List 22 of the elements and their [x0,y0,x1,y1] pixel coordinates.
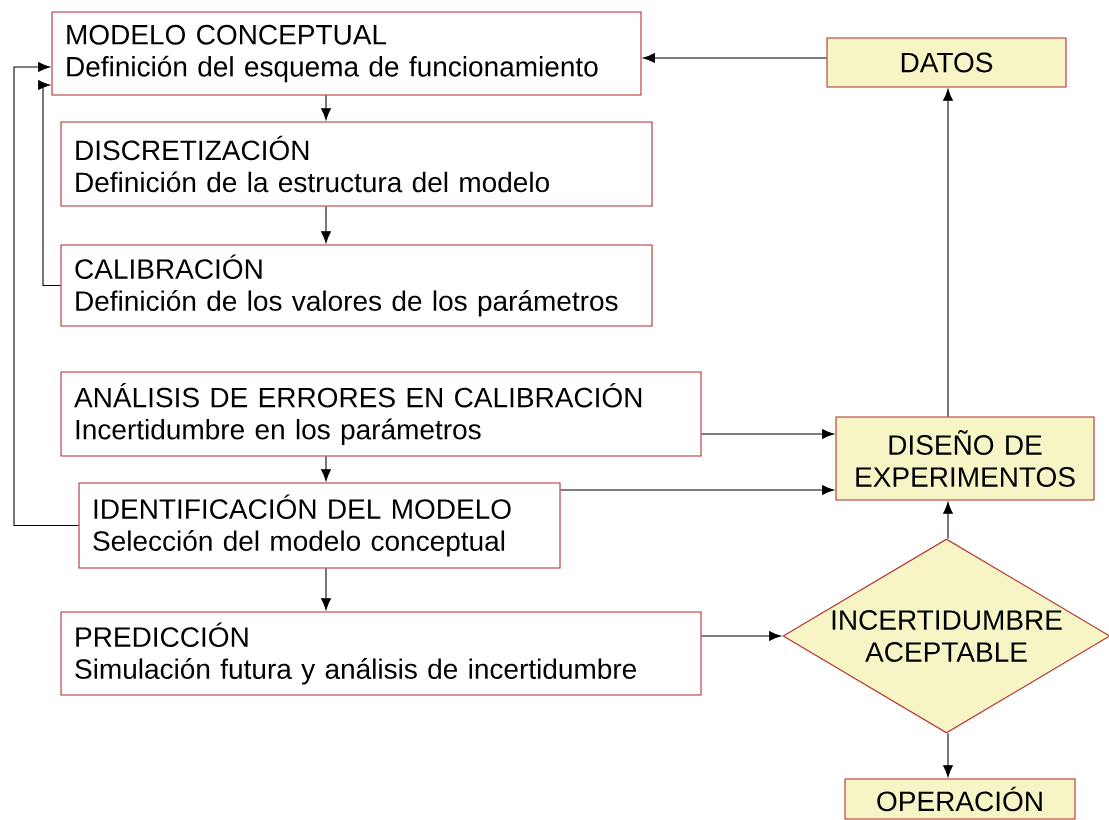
process-box: IDENTIFICACIÓN DEL MODELO Selección del modelo conceptual [78,482,561,569]
arrow [701,429,834,439]
arrow [560,485,834,495]
arrow [321,206,331,243]
arrow [943,89,953,417]
process-box: ANÁLISIS DE ERRORES EN CALIBRACIÓN Incertidumbre en los parámetros [60,371,702,457]
arrow [13,62,79,527]
arrow [943,502,953,539]
process-box: MODELO CONCEPTUAL Definición del esquema de funcionamiento [51,11,642,96]
arrow [38,80,61,287]
process-box: OPERACIÓN [844,778,1076,820]
arrow [701,631,781,641]
process-box: DATOS [826,37,1067,88]
arrow [643,53,827,63]
arrow [943,733,953,777]
arrow [321,568,331,610]
arrow [321,95,331,120]
process-box: DISCRETIZACIÓN Definición de la estructura del modelo [60,121,653,207]
arrow [321,456,331,481]
process-box: DISEÑO DE EXPERIMENTOS [835,416,1095,501]
process-box: CALIBRACIÓN Definición de los valores de los parámetros [60,244,653,327]
process-box: PREDICCIÓN Simulación futura y análisis de incertidumbre [60,611,702,696]
